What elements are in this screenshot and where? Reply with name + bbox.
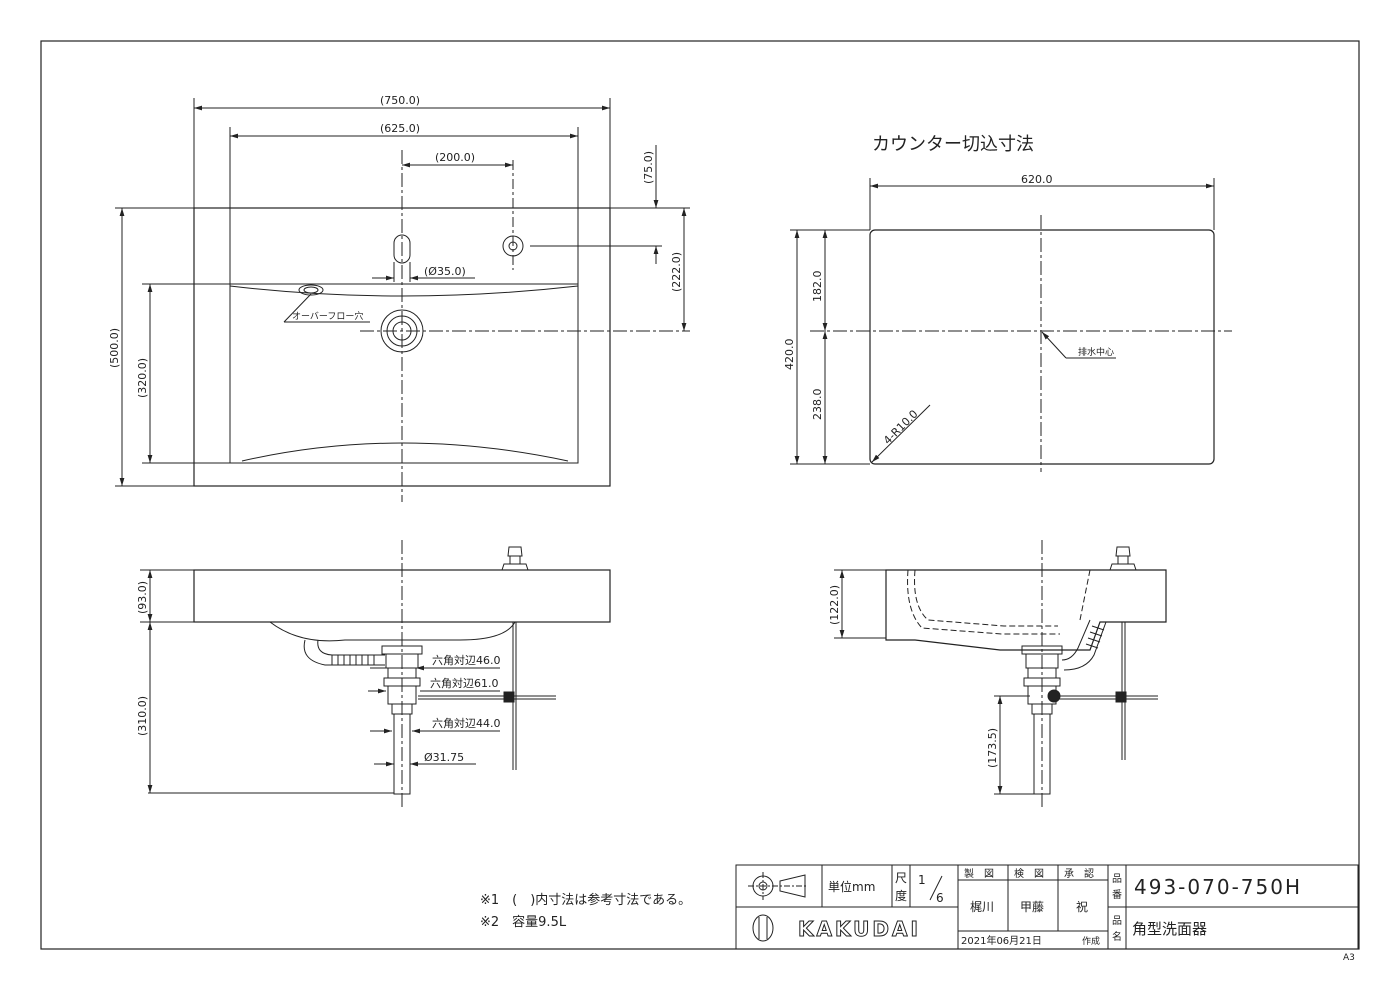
note-1: ※1 ( )内寸法は参考寸法である。 — [480, 892, 691, 908]
scale-numerator: 1 — [918, 873, 926, 887]
side-view — [834, 540, 1167, 810]
approved-label: 承 認 — [1064, 867, 1094, 880]
dim-bowl-width: (625.0) — [380, 122, 420, 135]
front-dim-hex3: 六角対辺44.0 — [432, 716, 501, 730]
front-dim-pipe: Ø31.75 — [424, 751, 464, 764]
cutout-view — [790, 178, 1232, 472]
part-name-label-2: 名 — [1112, 930, 1122, 943]
drawn-label: 製 図 — [964, 867, 994, 880]
drawn-name: 梶川 — [970, 900, 994, 914]
part-number: 493-070-750H — [1134, 875, 1302, 899]
scale-denominator: 6 — [936, 891, 944, 905]
front-dim-rim: (93.0) — [136, 581, 149, 614]
drain-center-label: 排水中心 — [1078, 346, 1114, 358]
cutout-title: カウンター切込寸法 — [872, 134, 1034, 155]
dim-hole-diameter: (Ø35.0) — [424, 265, 466, 278]
plan-view — [115, 98, 690, 502]
side-dim-height: (122.0) — [828, 585, 841, 625]
cutout-dim-lower: 238.0 — [811, 389, 824, 421]
front-view — [140, 540, 611, 810]
dim-hole-spacing: (200.0) — [435, 151, 475, 164]
brand-logo: KAKUDAI — [798, 917, 921, 941]
front-dim-hex2: 六角対辺61.0 — [430, 676, 499, 690]
scale-label-2: 度 — [895, 888, 907, 903]
note-2: ※2 容量9.5L — [480, 914, 567, 930]
front-dim-hex1: 六角対辺46.0 — [432, 653, 501, 667]
sheet-border — [40, 40, 1360, 950]
side-dim-drain: (173.5) — [986, 728, 999, 768]
dim-overall-depth: (500.0) — [108, 328, 121, 368]
unit-label: 単位mm — [828, 879, 875, 894]
title-block — [735, 864, 1359, 950]
cutout-dim-width: 620.0 — [1021, 173, 1053, 186]
part-name: 角型洗面器 — [1132, 920, 1207, 938]
cutout-dim-depth: 420.0 — [783, 339, 796, 371]
front-dim-total: (310.0) — [136, 696, 149, 736]
checked-label: 検 図 — [1014, 867, 1044, 880]
part-no-label-1: 品 — [1112, 873, 1122, 885]
date: 2021年06月21日 — [961, 934, 1042, 947]
cutout-dim-upper: 182.0 — [811, 271, 824, 303]
scale-label-1: 尺 — [895, 871, 907, 885]
dim-overall-width: (750.0) — [380, 94, 420, 107]
dim-bowl-depth: (320.0) — [136, 358, 149, 398]
cutout-dim-radius: 4-R10.0 — [881, 407, 921, 447]
overflow-label: オーバーフロー穴 — [292, 310, 363, 322]
checked-name: 甲藤 — [1020, 900, 1044, 914]
approved-name: 祝 — [1076, 900, 1088, 914]
dim-top-to-hole: (75.0) — [642, 151, 655, 184]
date-suffix: 作成 — [1082, 935, 1100, 947]
dim-top-to-drain: (222.0) — [670, 252, 683, 292]
sheet-size: A3 — [1343, 953, 1355, 963]
part-name-label-1: 品 — [1112, 915, 1122, 927]
part-no-label-2: 番 — [1112, 889, 1122, 901]
